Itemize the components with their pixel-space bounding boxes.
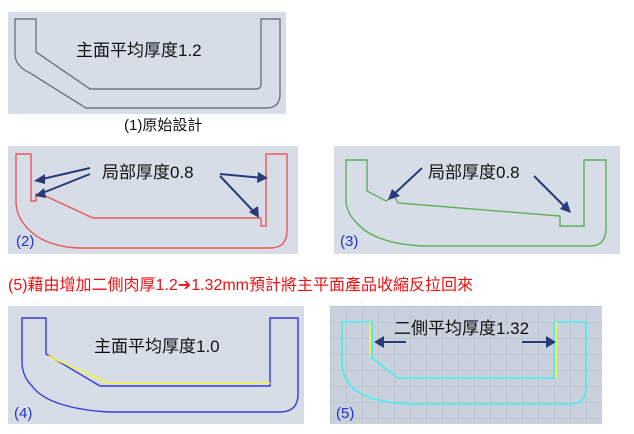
panel5-index: (5)	[336, 405, 355, 422]
design-change-note: (5)藉由增加二側肉厚1.2➔1.32mm預計將主平面產品收縮反拉回來	[8, 277, 474, 294]
highlight-yellow-edge	[47, 355, 270, 384]
panel5-thickness-label: 二側平均厚度1.32	[394, 319, 530, 338]
arrow-left-cyan-panel	[374, 336, 406, 348]
part-outline-red	[15, 153, 288, 249]
panel-local-thickness-red: 局部厚度0.8 (2)	[8, 146, 298, 254]
arrow-right-green-panel	[533, 175, 571, 213]
part-outline-cyan	[330, 306, 602, 424]
panel-main-face-1-0: 主面平均厚度1.0 (4)	[8, 306, 304, 424]
part-outline-blue	[21, 317, 299, 413]
arrow-right-cyan-panel	[522, 336, 556, 348]
arrow-right-red-panel	[219, 172, 268, 218]
part-outline-original	[14, 18, 281, 109]
panel3-thickness-label: 局部厚度0.8	[428, 163, 520, 182]
panel4-thickness-label: 主面平均厚度1.0	[94, 337, 220, 356]
panel4-index: (4)	[14, 405, 33, 422]
panel2-index: (2)	[16, 233, 35, 250]
panel1-thickness-label: 主面平均厚度1.2	[76, 41, 202, 60]
panel2-thickness-label: 局部厚度0.8	[102, 163, 194, 182]
panel1-caption: (1)原始設計	[124, 117, 203, 134]
panel3-index: (3)	[340, 233, 359, 250]
panel-side-thickness-1-32: 二側平均厚度1.32 (5)	[330, 306, 602, 424]
panel-local-thickness-green: 局部厚度0.8 (3)	[334, 146, 620, 254]
arrow-left-red-panel	[34, 167, 91, 198]
arrow-left-green-panel	[388, 167, 423, 200]
panel-original-design: 主面平均厚度1.2	[8, 12, 286, 114]
part-outline-green	[345, 159, 607, 247]
